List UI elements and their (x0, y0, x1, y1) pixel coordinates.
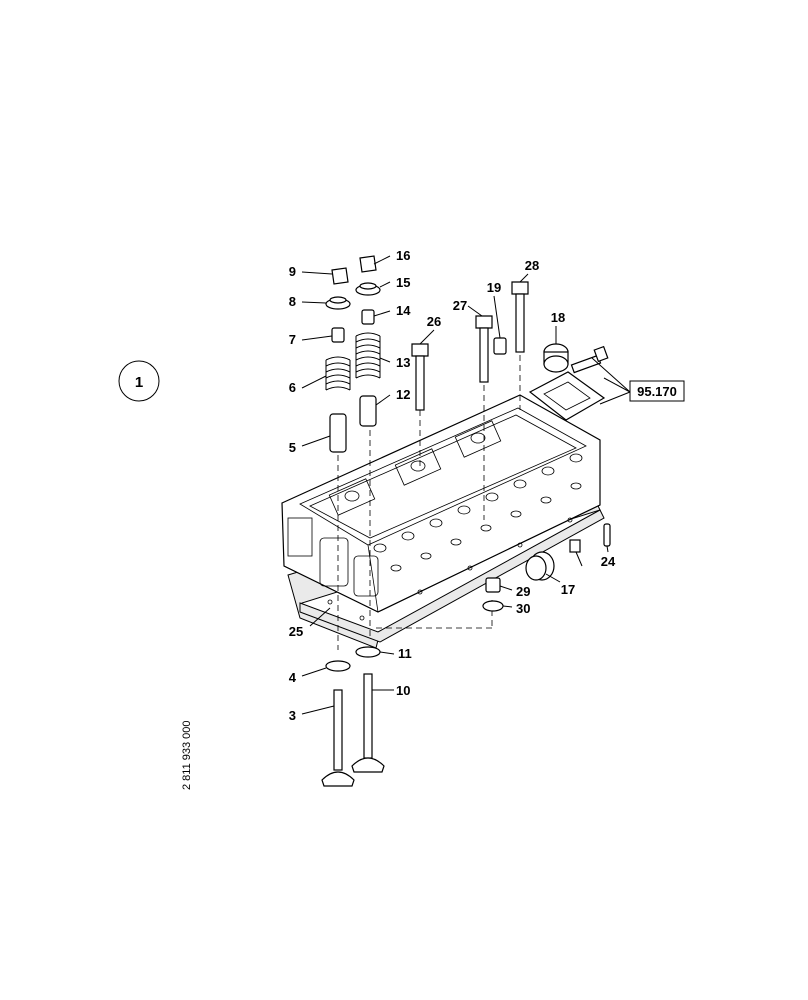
callout-6: 6 (289, 380, 296, 395)
callout-23: 24 (601, 554, 616, 569)
plug-19 (493, 337, 507, 355)
ring-18 (525, 551, 555, 581)
callout-7: 7 (289, 332, 296, 347)
document-number: 2 811 933 000 (181, 720, 193, 790)
reference-label[interactable]: 95.170 (637, 384, 677, 399)
bolt-25 (411, 343, 429, 411)
head-gasket-lower-strip (299, 509, 605, 643)
callout-27: 28 (525, 258, 539, 273)
callout-3: 3 (289, 708, 296, 723)
callout-4: 4 (289, 670, 297, 685)
plug-17 (543, 343, 569, 373)
bolt-27 (511, 281, 529, 353)
callout-14: 14 (396, 303, 411, 318)
callout-10: 10 (396, 683, 410, 698)
callout-19: 19 (487, 280, 501, 295)
callout-11: 11 (398, 646, 412, 661)
callout-29: 30 (516, 601, 530, 616)
flange-gasket (528, 371, 606, 421)
cylinder-head-ports (344, 432, 583, 572)
callout-17: 18 (551, 310, 565, 325)
cylinder-head (281, 394, 601, 621)
plug-28 (485, 577, 501, 593)
figure-number: 1 (135, 374, 143, 391)
bolt-26 (475, 315, 493, 383)
callout-18: 17 (561, 582, 575, 597)
callout-12: 12 (396, 387, 410, 402)
pin-23 (603, 523, 611, 547)
callout-9: 9 (289, 264, 296, 279)
callout-labels: 9 8 7 6 5 16 15 14 13 12 26 27 19 28 18 … (289, 248, 616, 723)
callout-5: 5 (289, 440, 296, 455)
flange-bolt (570, 345, 609, 374)
callout-25: 26 (427, 314, 441, 329)
callout-15: 15 (396, 275, 410, 290)
figure-number-badge: 1 (118, 360, 160, 402)
reference-box[interactable]: 95.170 (629, 380, 685, 402)
leader-lines (301, 255, 631, 715)
valve-stack-left (321, 267, 355, 787)
washer-29 (482, 600, 504, 612)
fitting-30 (569, 539, 581, 553)
valve-stack-right (351, 255, 385, 773)
callout-16: 16 (396, 248, 410, 263)
callout-13: 13 (396, 355, 410, 370)
callout-28: 29 (516, 584, 530, 599)
callout-8: 8 (289, 294, 296, 309)
callout-26: 27 (453, 298, 467, 313)
callout-24: 25 (289, 624, 303, 639)
